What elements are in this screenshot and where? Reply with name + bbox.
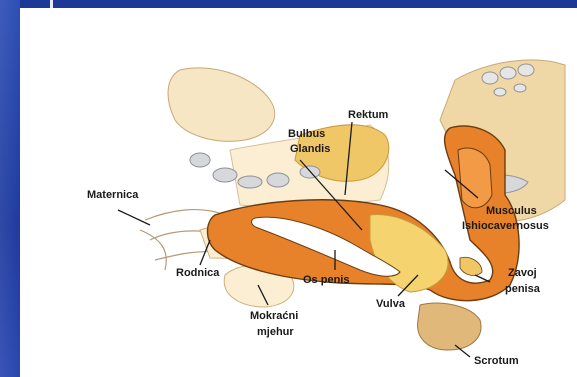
label-zavoj-line1: Zavoj [508, 267, 537, 279]
label-zavoj-line2: penisa [505, 283, 541, 295]
label-bulbus-glandis-line1: Bulbus [288, 128, 325, 140]
label-os-penis: Os penis [303, 274, 349, 286]
female-body-outline [168, 68, 275, 141]
scrotum-shape [418, 303, 481, 350]
label-musculus-line2: Ishiocavernosus [462, 220, 549, 232]
label-bulbus-glandis-line2: Glandis [290, 143, 330, 155]
label-maternica: Maternica [87, 189, 139, 201]
zavoj-penisa-fold [460, 257, 482, 275]
label-scrotum: Scrotum [474, 355, 519, 367]
label-musculus-line1: Musculus [486, 205, 537, 217]
label-vulva: Vulva [376, 298, 406, 310]
label-mokracni-line1: Mokraćni [250, 310, 298, 322]
label-mokracni-line2: mjehur [257, 326, 294, 338]
label-rodnica: Rodnica [176, 267, 220, 279]
label-rektum: Rektum [348, 109, 389, 121]
